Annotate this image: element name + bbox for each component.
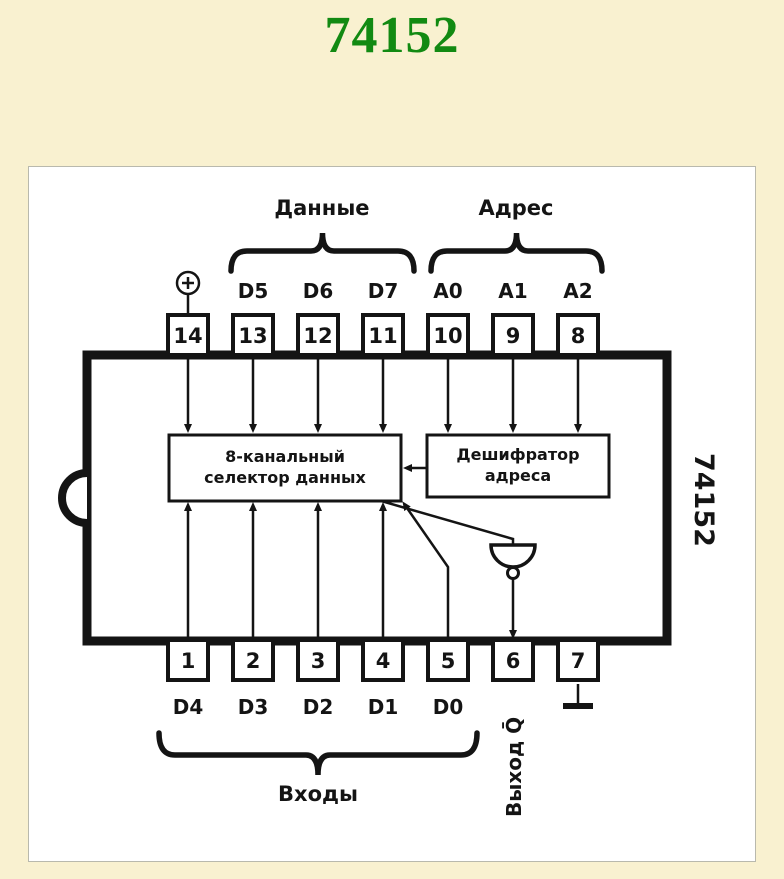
pin-label-d3: D3 <box>238 695 269 719</box>
output-line <box>380 499 515 545</box>
power-plus-icon <box>175 270 201 315</box>
output-label: Выход Q̄ <box>502 717 526 817</box>
pin-number-9: 9 <box>506 324 521 348</box>
data-brace <box>228 232 417 274</box>
inverter-gate-icon <box>489 543 537 580</box>
pin-box-7 <box>556 638 600 682</box>
inputs-brace <box>156 730 480 776</box>
pin-label-a2: A2 <box>563 279 592 303</box>
top-pin-row: 14 13 12 11 10 9 8 <box>166 313 600 357</box>
pin-box-12 <box>296 313 340 357</box>
address-group-label: Адрес <box>479 196 554 220</box>
address-brace <box>428 232 605 274</box>
pin-number-6: 6 <box>506 649 521 673</box>
pin-box-5 <box>426 638 470 682</box>
pin-label-d1: D1 <box>368 695 399 719</box>
decoder-block <box>425 433 611 499</box>
decoder-block-line2: адреса <box>485 466 551 485</box>
pin-number-1: 1 <box>181 649 196 673</box>
pin-label-a1: A1 <box>498 279 527 303</box>
page-title: 74152 <box>324 7 460 64</box>
pin-label-a0: A0 <box>433 279 462 303</box>
pin-box-2 <box>231 638 275 682</box>
pin-number-13: 13 <box>238 324 267 348</box>
pin-box-8 <box>556 313 600 357</box>
inputs-group-label: Входы <box>278 782 358 806</box>
pin-label-d5: D5 <box>238 279 269 303</box>
pin-number-10: 10 <box>433 324 462 348</box>
pin-label-d6: D6 <box>303 279 334 303</box>
pin-label-d4: D4 <box>173 695 204 719</box>
pin-box-10 <box>426 313 470 357</box>
ground-icon <box>563 684 593 709</box>
pin-label-d2: D2 <box>303 695 334 719</box>
diagram-panel: Данные Адрес D5 D6 D7 A0 A1 A2 74152 8-к… <box>28 166 756 862</box>
pin-number-12: 12 <box>303 324 332 348</box>
bottom-pin-row: 1 2 3 4 5 6 7 <box>166 638 600 682</box>
pin-number-4: 4 <box>376 649 391 673</box>
pin-number-2: 2 <box>246 649 261 673</box>
ic-notch <box>58 469 88 527</box>
pin-box-3 <box>296 638 340 682</box>
chip-diagram: Данные Адрес D5 D6 D7 A0 A1 A2 74152 8-к… <box>58 196 719 817</box>
pin-box-4 <box>361 638 405 682</box>
pin-label-d0: D0 <box>433 695 464 719</box>
selector-block-line2: селектор данных <box>204 468 366 487</box>
pin-box-9 <box>491 313 535 357</box>
pin-number-8: 8 <box>571 324 586 348</box>
pin-box-1 <box>166 638 210 682</box>
pin-box-14 <box>166 313 210 357</box>
pin-number-11: 11 <box>368 324 397 348</box>
pin-number-14: 14 <box>173 324 202 348</box>
pin-number-7: 7 <box>571 649 586 673</box>
pin-box-6 <box>491 638 535 682</box>
data-group-label: Данные <box>274 196 369 220</box>
pin-box-13 <box>231 313 275 357</box>
pin-box-11 <box>361 313 405 357</box>
pin-label-d7: D7 <box>368 279 399 303</box>
decoder-block-line1: Дешифратор <box>456 445 579 464</box>
pin-number-5: 5 <box>441 649 456 673</box>
inverter-bubble <box>506 566 520 580</box>
selector-block-line1: 8-канальный <box>225 447 345 466</box>
chip-side-label: 74152 <box>688 453 719 547</box>
selector-block <box>167 433 403 503</box>
arrow-pin5 <box>402 501 450 639</box>
pin-number-3: 3 <box>311 649 326 673</box>
